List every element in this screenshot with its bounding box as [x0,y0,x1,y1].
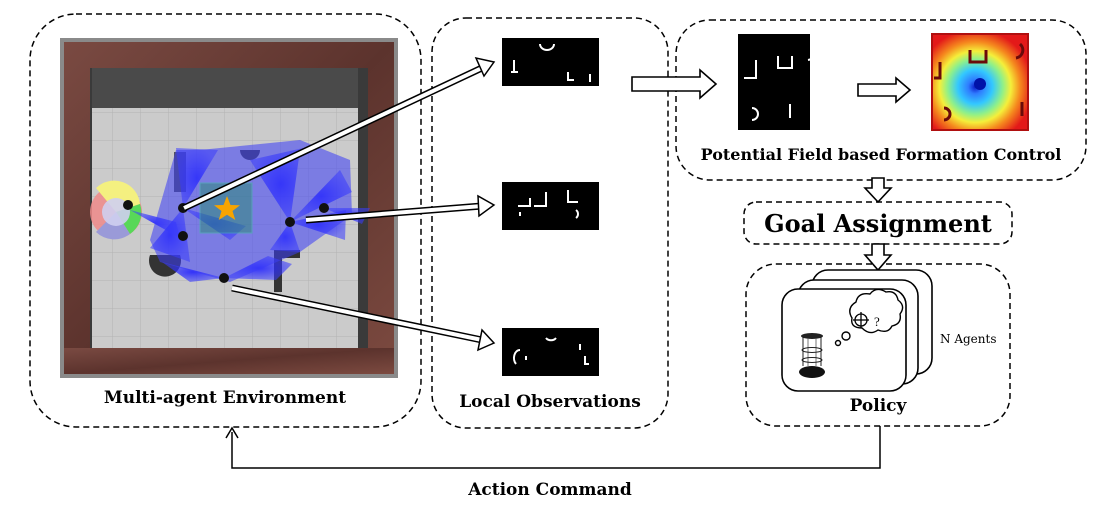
robot-icon [799,333,825,378]
observations-group-box [431,17,669,429]
environment-label: Multi-agent Environment [103,388,347,408]
observation-thumbnail-1 [502,38,599,86]
environment-scene [60,38,398,378]
block-arrows [631,68,912,272]
observation-thumbnail-3 [502,328,599,376]
n-agents-label: N Agents [940,332,997,346]
goal-assignment-label: Goal Assignment [764,209,992,238]
observation-arrows [182,56,496,352]
thought-bubble-icon [834,288,904,347]
target-crosshair-icon [853,312,869,328]
policy-label: Policy [849,396,907,416]
occupancy-map [738,34,816,130]
observations-label: Local Observations [459,392,641,412]
observation-thumbnail-2 [502,182,599,230]
action-command-label: Action Command [468,480,632,500]
policy-stack: ? [781,269,933,392]
potential-field-label: Potential Field based Formation Control [700,145,1062,164]
environment-group-box [29,13,422,428]
potential-field-heatmap [931,33,1029,131]
action-command-loop [225,426,881,469]
thought-question-mark: ? [874,314,880,329]
